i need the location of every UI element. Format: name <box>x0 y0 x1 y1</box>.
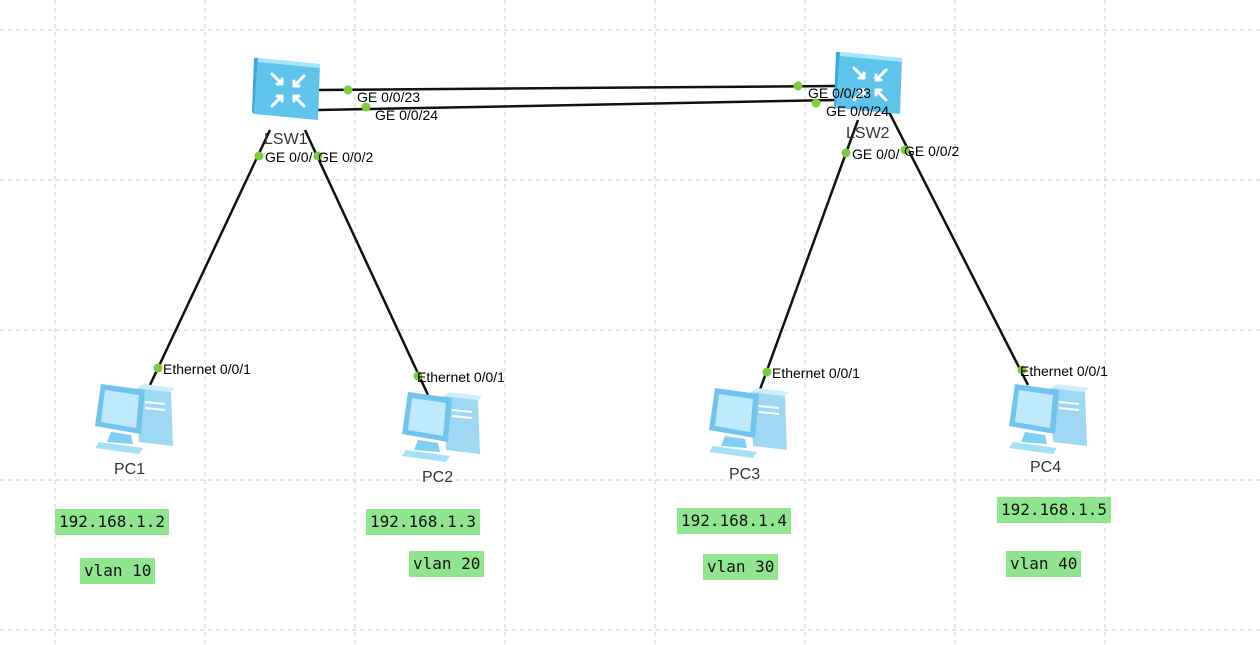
note-pc1-vlan: vlan 10 <box>80 558 156 584</box>
switch-icon <box>834 52 902 114</box>
port-dot <box>762 367 772 377</box>
link-lsw1-lsw2-ge23 <box>317 84 837 92</box>
port-dot <box>254 151 264 161</box>
link-lsw1-lsw2-ge24 <box>317 98 837 112</box>
device-label-lsw2: LSW2 <box>846 125 890 142</box>
link-lsw1-pc1 <box>148 129 272 386</box>
link-lsw2-pc3 <box>756 119 860 396</box>
pc-icon <box>95 384 175 454</box>
port-dot <box>153 363 163 373</box>
note-pc4-ip: 192.168.1.5 <box>997 497 1111 523</box>
note-pc2-ip: 192.168.1.3 <box>366 509 480 535</box>
switch-icon <box>252 58 320 120</box>
port-dot <box>413 371 423 381</box>
port-label-lsw1-ge2: GE 0/0/2 <box>318 149 374 165</box>
port-label-lsw2-ge1: GE 0/0/ <box>852 146 900 162</box>
port-dot <box>1017 365 1027 375</box>
links <box>148 84 1030 396</box>
pc1-device[interactable] <box>95 384 175 454</box>
lsw1-device[interactable] <box>252 58 320 120</box>
note-pc2-vlan: vlan 20 <box>409 551 485 577</box>
port-label-pc2-eth: Ethernet 0/0/1 <box>417 369 505 385</box>
port-dot <box>313 151 323 161</box>
port-label-lsw2-ge23: GE 0/0/23 <box>808 85 872 101</box>
port-dot <box>900 145 910 155</box>
port-dot <box>361 102 371 112</box>
device-label-pc1: PC1 <box>114 461 146 478</box>
port-dot <box>793 81 803 91</box>
port-label-lsw2-ge2: GE 0/0/2 <box>904 143 960 159</box>
note-pc3-ip: 192.168.1.4 <box>677 508 791 534</box>
pc-icon <box>402 392 482 462</box>
port-dots <box>153 81 1027 381</box>
device-label-lsw1: LSW1 <box>264 131 308 148</box>
port-label-lsw1-ge1: GE 0/0/ <box>265 149 313 165</box>
port-label-pc3-eth: Ethernet 0/0/1 <box>772 365 860 381</box>
pc4-device[interactable] <box>1009 384 1089 454</box>
pc3-device[interactable] <box>709 388 789 458</box>
pc-icon <box>1009 384 1089 454</box>
note-pc4-vlan: vlan 40 <box>1006 551 1082 577</box>
lsw2-device[interactable] <box>834 52 902 114</box>
device-label-pc3: PC3 <box>729 466 761 483</box>
link-lsw1-pc2 <box>303 129 430 396</box>
port-dot <box>343 85 353 95</box>
pc-icon <box>709 388 789 458</box>
pc2-device[interactable] <box>402 392 482 462</box>
port-label-lsw1-ge24: GE 0/0/24 <box>375 107 439 123</box>
note-pc1-ip: 192.168.1.2 <box>55 509 169 535</box>
device-label-pc4: PC4 <box>1030 459 1062 476</box>
note-pc3-vlan: vlan 30 <box>703 554 779 580</box>
port-label-pc1-eth: Ethernet 0/0/1 <box>163 361 251 377</box>
port-label-lsw2-ge24: GE 0/0/24 <box>826 103 890 119</box>
port-label-lsw1-ge23: GE 0/0/23 <box>357 89 421 105</box>
port-dot <box>811 98 821 108</box>
port-label-pc4-eth: Ethernet 0/0/1 <box>1020 363 1108 379</box>
link-lsw2-pc4 <box>886 109 1030 386</box>
port-dot <box>841 148 851 158</box>
device-label-pc2: PC2 <box>422 469 454 486</box>
